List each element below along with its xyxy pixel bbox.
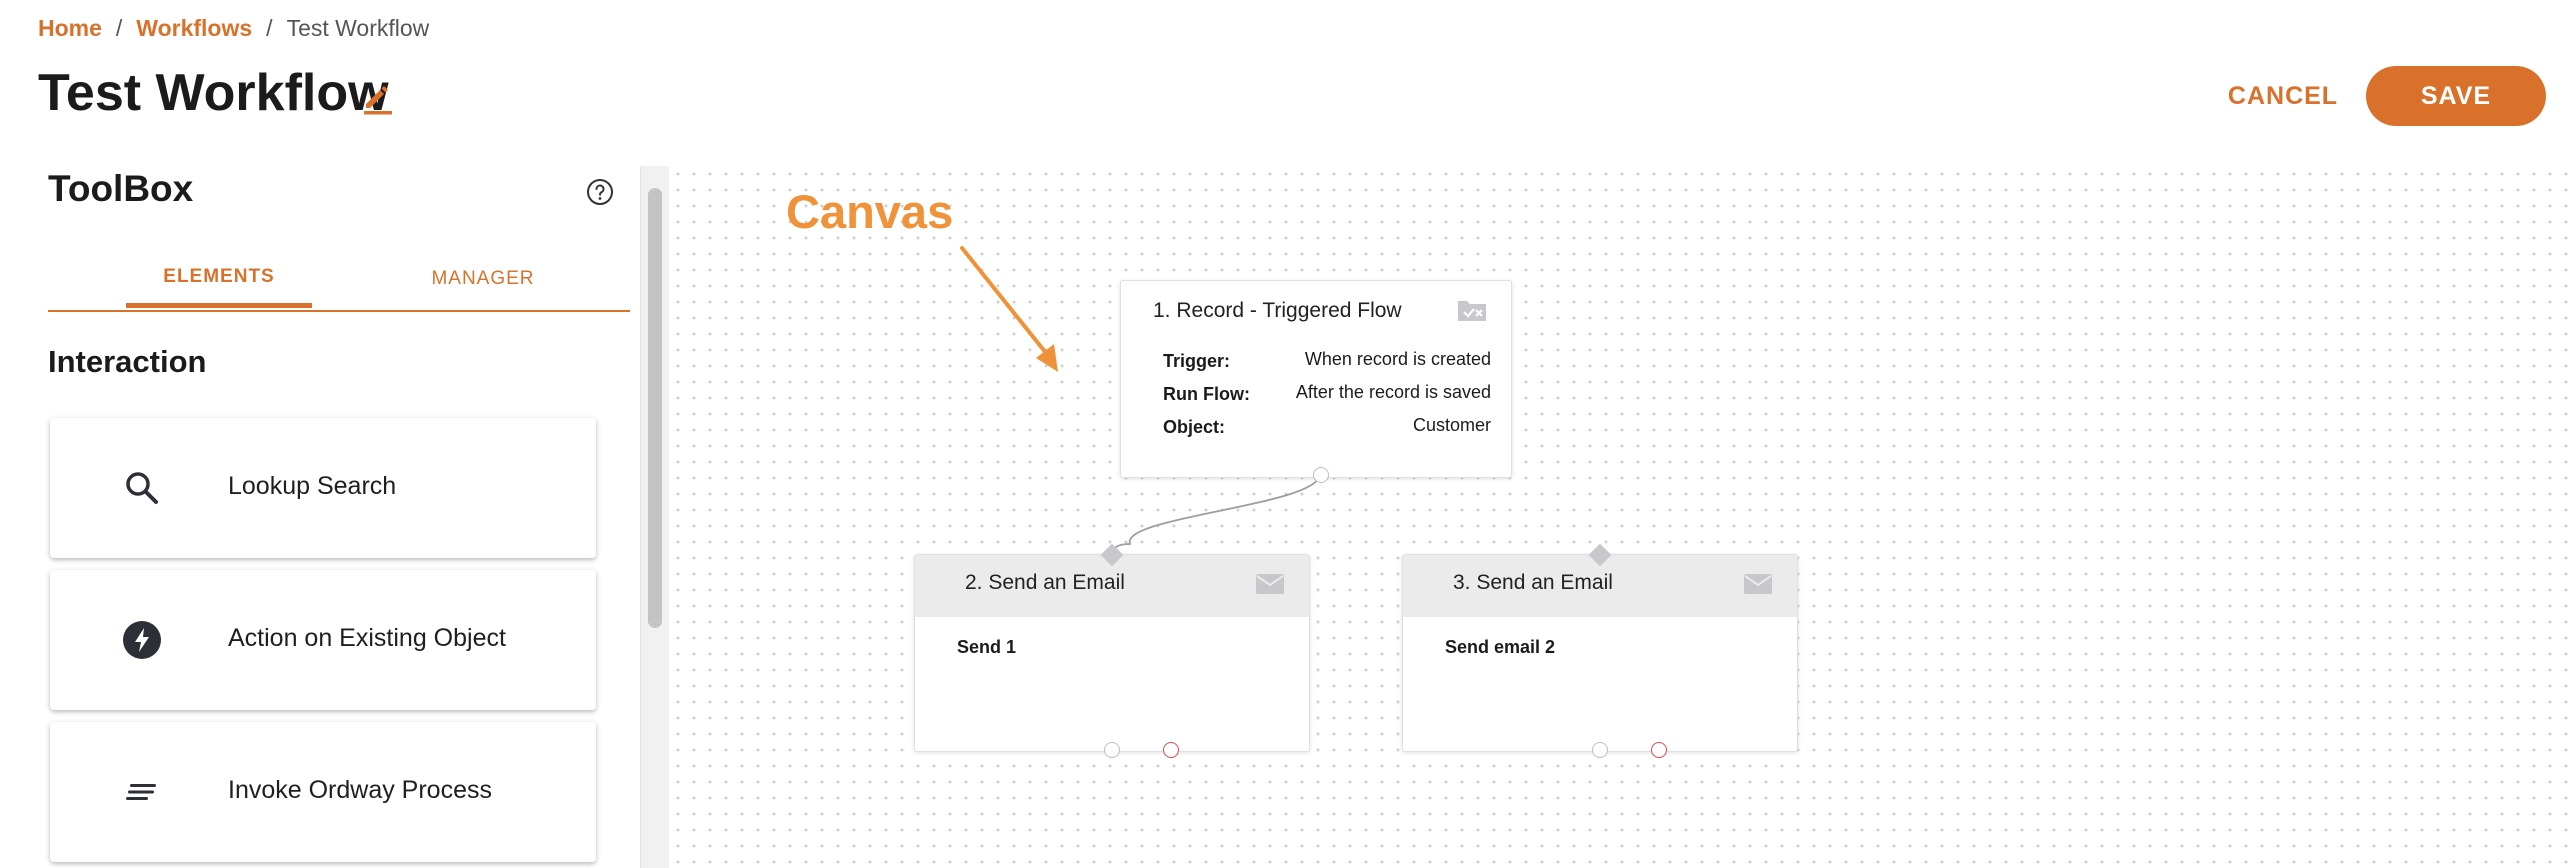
- bolt-icon: [122, 620, 162, 660]
- lines-icon: [122, 772, 162, 812]
- node-title: 2. Send an Email: [965, 571, 1125, 594]
- pencil-icon[interactable]: [362, 80, 394, 116]
- tab-manager[interactable]: MANAGER: [431, 268, 535, 289]
- annotation-arrow-icon: [960, 246, 1058, 372]
- node-title: 1. Record - Triggered Flow: [1153, 299, 1402, 322]
- error-handle[interactable]: [1163, 742, 1179, 758]
- help-circle-icon[interactable]: [584, 176, 616, 208]
- field-value: After the record is saved: [1295, 382, 1491, 402]
- node-record-triggered-flow[interactable]: 1. Record - Triggered Flow Trigger: When…: [1120, 280, 1512, 483]
- breadcrumb: Home / Workflows / Test Workflow: [38, 10, 429, 46]
- search-icon: [122, 468, 162, 508]
- envelope-icon: [1743, 571, 1773, 597]
- breadcrumb-workflows-link[interactable]: Workflows: [136, 14, 253, 41]
- envelope-icon: [1255, 571, 1285, 597]
- success-handle[interactable]: [1592, 742, 1608, 758]
- breadcrumb-current: Test Workflow: [286, 14, 430, 41]
- tab-elements[interactable]: ELEMENTS: [126, 250, 312, 308]
- section-heading: Interaction: [48, 344, 207, 379]
- breadcrumb-separator: /: [115, 14, 123, 41]
- node-send-email-1[interactable]: 2. Send an Email Send 1: [914, 543, 1310, 758]
- tool-item-label: Lookup Search: [228, 472, 397, 500]
- canvas-annotation: Canvas: [786, 185, 954, 238]
- tool-item-lookup-search[interactable]: Lookup Search: [50, 418, 596, 558]
- tool-item-label: Invoke Ordway Process: [228, 776, 492, 804]
- folder-check-icon: [1457, 297, 1487, 323]
- node-send-email-2[interactable]: 3. Send an Email Send email 2: [1402, 543, 1798, 758]
- toolbox-tabs: ELEMENTS MANAGER: [48, 250, 630, 312]
- field-value: Customer: [1412, 415, 1491, 435]
- save-button[interactable]: SAVE: [2366, 66, 2546, 126]
- output-handle[interactable]: [1313, 467, 1329, 483]
- breadcrumb-separator: /: [266, 14, 273, 41]
- tool-item-label: Action on Existing Object: [228, 624, 506, 652]
- breadcrumb-home-link[interactable]: Home: [38, 14, 102, 41]
- success-handle[interactable]: [1104, 742, 1120, 758]
- field-value: When record is created: [1304, 349, 1491, 369]
- cancel-button[interactable]: CANCEL: [2227, 81, 2339, 110]
- page-title: Test Workflow: [38, 64, 389, 122]
- field-label: Object:: [1163, 417, 1226, 437]
- field-label: Run Flow:: [1163, 384, 1250, 404]
- node-title: 3. Send an Email: [1453, 571, 1613, 594]
- toolbox-scroll-thumb[interactable]: [648, 188, 662, 628]
- error-handle[interactable]: [1651, 742, 1667, 758]
- toolbox-title: ToolBox: [48, 168, 194, 209]
- node-body-label: Send 1: [957, 637, 1017, 657]
- tool-item-invoke-ordway-process[interactable]: Invoke Ordway Process: [50, 722, 596, 862]
- field-label: Trigger:: [1163, 351, 1231, 371]
- tool-item-action-on-existing-object[interactable]: Action on Existing Object: [50, 570, 596, 710]
- node-body-label: Send email 2: [1445, 637, 1556, 657]
- node-header: 1. Record - Triggered Flow: [1121, 281, 1511, 343]
